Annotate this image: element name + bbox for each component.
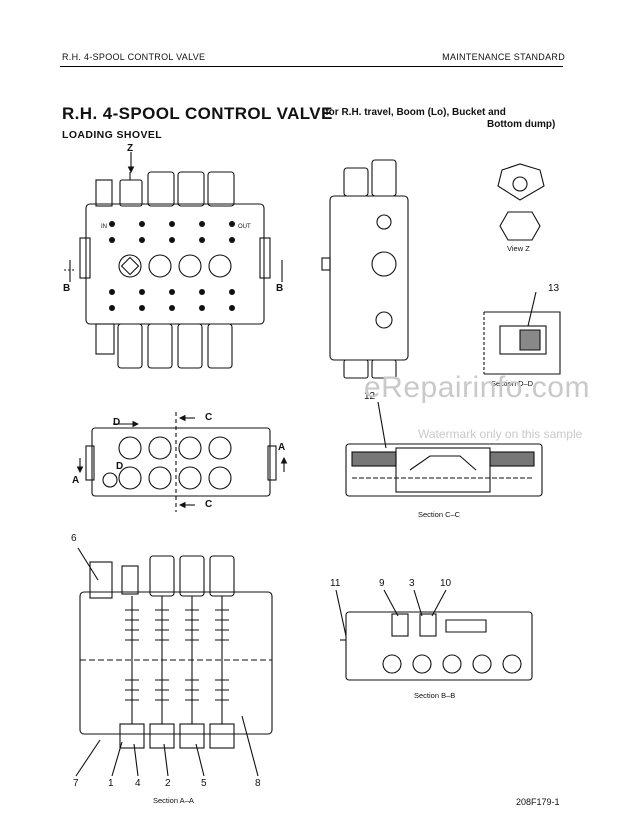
section-letter-c-bottom: C (205, 499, 213, 510)
port-mark-out: OUT (238, 224, 251, 230)
section-cc-drawing (345, 401, 543, 497)
callout-10: 10 (440, 578, 452, 589)
view-z-drawing (497, 163, 545, 241)
header-left: R.H. 4-SPOOL CONTROL VALVE (62, 52, 206, 62)
callout-9: 9 (379, 578, 385, 589)
watermark-note: Watermark only on this sample (418, 427, 583, 441)
callout-6: 6 (71, 533, 77, 544)
callout-1: 1 (108, 778, 114, 789)
caption-section-aa: Section A–A (153, 796, 194, 805)
callout-5: 5 (201, 778, 207, 789)
section-letter-d-mid: D (116, 461, 124, 472)
section-letter-b-right: B (276, 283, 284, 294)
callout-12: 12 (364, 391, 376, 402)
caption-section-dd: Section D–D (491, 379, 534, 388)
callout-11: 11 (330, 578, 341, 589)
page-subtitle: LOADING SHOVEL (62, 129, 163, 141)
section-dd-drawing (483, 291, 561, 375)
section-letter-a-right: A (278, 442, 286, 453)
side-view (321, 159, 409, 379)
section-bb-drawing (340, 611, 533, 681)
callout-4: 4 (135, 778, 141, 789)
watermark-site: eRepairinfo.com (364, 371, 590, 404)
title-note-line1: (for R.H. travel, Boom (Lo), Bucket and (322, 107, 506, 118)
caption-section-bb: Section B–B (414, 691, 456, 700)
header-right: MAINTENANCE STANDARD (442, 52, 565, 62)
section-letter-b-left: B (63, 283, 71, 294)
front-view (79, 171, 271, 369)
port-mark-in: IN (101, 224, 107, 230)
section-letter-z: Z (127, 143, 134, 154)
callout-13: 13 (548, 283, 560, 294)
header-rule (60, 66, 563, 67)
top-view (85, 427, 277, 497)
callout-7: 7 (73, 778, 79, 789)
caption-view-z: View Z (507, 244, 530, 253)
caption-section-cc: Section C–C (418, 510, 461, 519)
section-letter-a-left: A (72, 475, 80, 486)
section-aa-drawing (79, 555, 273, 749)
callout-8: 8 (255, 778, 261, 789)
section-letter-d-top: D (113, 417, 121, 428)
callout-3: 3 (409, 578, 415, 589)
section-letter-c-top: C (205, 412, 213, 423)
figure-number: 208F179-1 (516, 797, 560, 807)
page-title: R.H. 4-SPOOL CONTROL VALVE (62, 104, 333, 123)
callout-2: 2 (165, 778, 171, 789)
title-note-line2: Bottom dump) (487, 119, 556, 130)
